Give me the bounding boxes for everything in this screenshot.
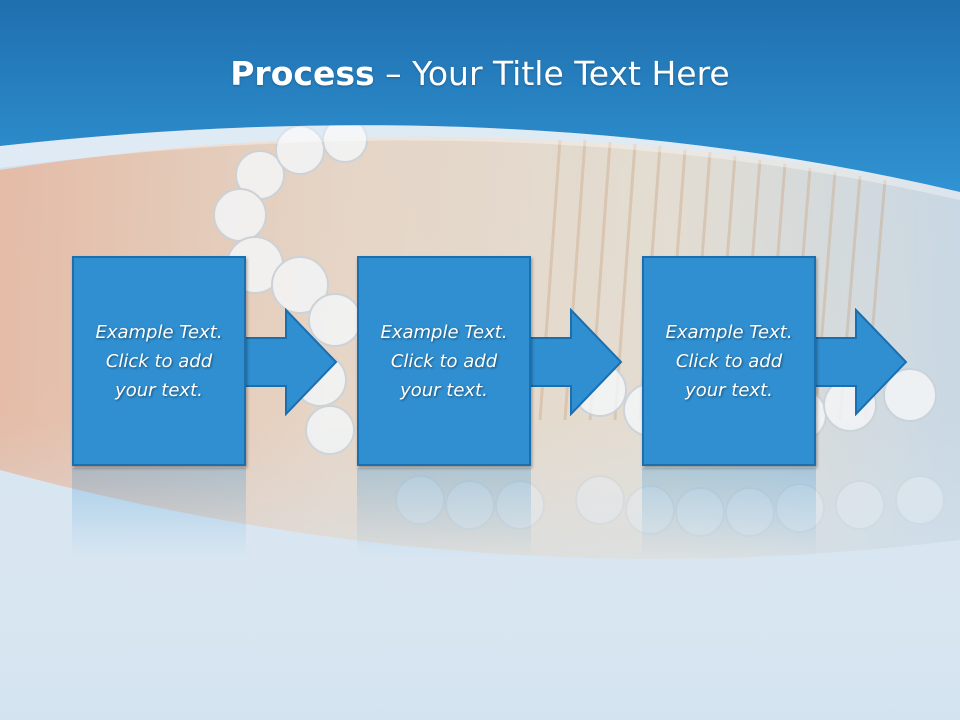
step-2-reflection bbox=[357, 468, 531, 558]
process-step-1[interactable]: Example Text. Click to add your text. bbox=[72, 256, 246, 466]
slide-title: Process – Your Title Text Here bbox=[0, 52, 960, 96]
arrow-right-icon bbox=[243, 308, 338, 416]
process-step-3[interactable]: Example Text. Click to add your text. bbox=[642, 256, 816, 466]
arrow-right-icon bbox=[813, 308, 908, 416]
step-text-line: Example Text. bbox=[665, 321, 793, 343]
step-text-line: Click to add bbox=[105, 350, 213, 372]
step-text-line: Click to add bbox=[675, 350, 783, 372]
step-text-line: your text. bbox=[685, 379, 773, 401]
process-step-2[interactable]: Example Text. Click to add your text. bbox=[357, 256, 531, 466]
step-box[interactable]: Example Text. Click to add your text. bbox=[642, 256, 816, 466]
step-text-line: Example Text. bbox=[95, 321, 223, 343]
step-1-reflection bbox=[72, 468, 246, 558]
step-text-line: your text. bbox=[400, 379, 488, 401]
step-box[interactable]: Example Text. Click to add your text. bbox=[72, 256, 246, 466]
title-rest: – Your Title Text Here bbox=[374, 54, 730, 93]
header-highlight bbox=[0, 125, 960, 200]
step-3-reflection bbox=[642, 468, 816, 558]
title-bold: Process bbox=[230, 54, 375, 93]
arrow-right-icon bbox=[528, 308, 623, 416]
step-text-line: your text. bbox=[115, 379, 203, 401]
step-text-line: Example Text. bbox=[380, 321, 508, 343]
step-box[interactable]: Example Text. Click to add your text. bbox=[357, 256, 531, 466]
header-band bbox=[0, 0, 960, 192]
step-text-line: Click to add bbox=[390, 350, 498, 372]
